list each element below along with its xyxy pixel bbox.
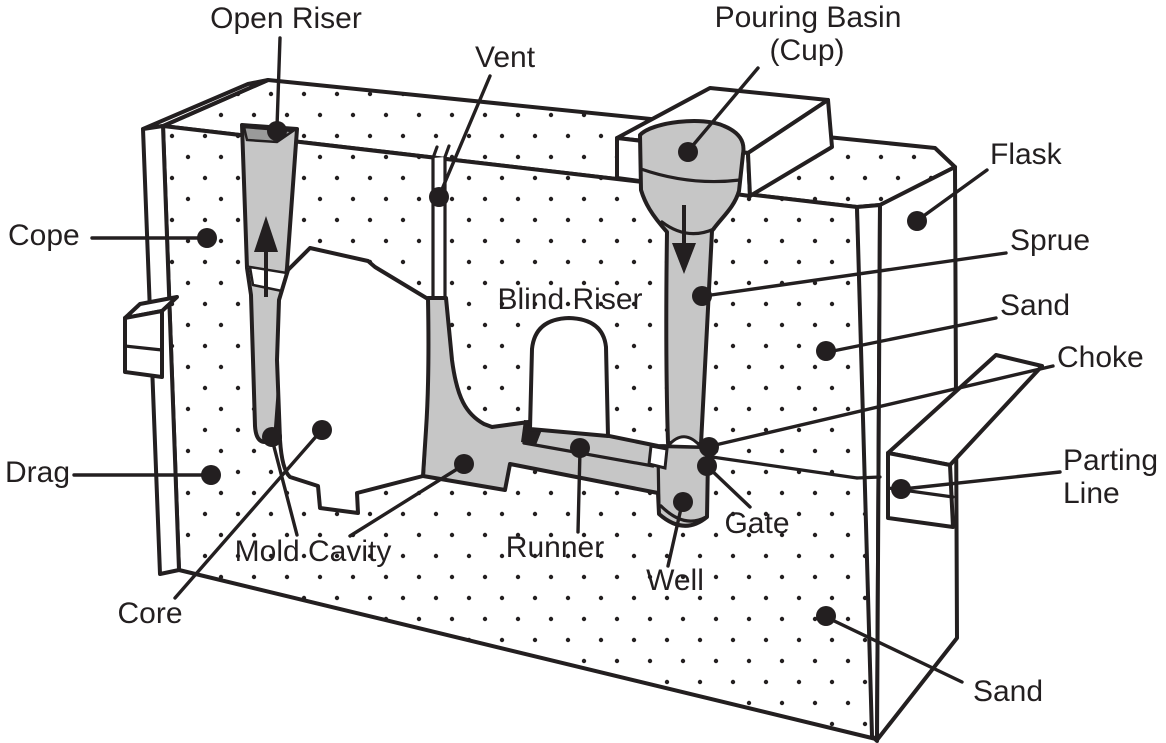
leader-sand-lower <box>826 616 964 684</box>
dot-pouring-basin <box>678 142 698 162</box>
label-vent: Vent <box>475 41 536 74</box>
label-core: Core <box>117 597 182 630</box>
leader-sand-upper <box>826 316 998 354</box>
label-parting-line-1: Parting <box>1063 444 1158 477</box>
leader-core <box>173 430 322 600</box>
leader-gate <box>707 466 752 509</box>
dot-sprue <box>692 286 712 306</box>
leader-choke <box>709 364 1055 448</box>
leader-parting-line <box>901 470 1062 491</box>
dot-mold-cavity-right <box>454 454 474 474</box>
leader-pouring-basin <box>687 66 760 152</box>
dot-drag <box>201 465 221 485</box>
leader-mold-cavity-right <box>348 464 464 538</box>
dot-mold-cavity-left <box>262 427 282 447</box>
right-parting-flange <box>886 353 1044 529</box>
label-mold-cavity: Mold Cavity <box>235 535 392 568</box>
core-shape <box>275 246 431 515</box>
label-drag: Drag <box>5 456 70 489</box>
blind-riser-dome <box>528 316 610 438</box>
leader-well <box>666 502 684 568</box>
label-runner: Runner <box>506 531 604 564</box>
label-parting-line-2: Line <box>1063 477 1120 510</box>
label-open-riser: Open Riser <box>210 2 362 35</box>
dot-gate <box>697 456 717 476</box>
leader-open-riser <box>275 36 282 129</box>
dot-well <box>673 492 693 512</box>
label-blind-riser: Blind Riser <box>497 283 642 316</box>
dot-flask <box>907 211 927 231</box>
callout-dots <box>197 121 927 626</box>
label-well: Well <box>646 564 704 597</box>
leader-flask <box>916 168 989 222</box>
label-pouring-basin-cup: (Cup) <box>769 34 844 67</box>
leader-lines <box>72 36 1062 684</box>
label-cope: Cope <box>8 219 80 252</box>
pouring-basin-pad-side <box>746 98 834 198</box>
label-choke: Choke <box>1057 341 1144 374</box>
sprue-mouth-arc <box>660 220 716 236</box>
parting-line-front <box>710 455 859 480</box>
dot-open-riser <box>267 121 287 141</box>
label-gate: Gate <box>724 507 789 540</box>
parting-line-wall <box>855 475 882 480</box>
runner-front-edge-line <box>522 441 655 468</box>
gate-step-notch <box>647 444 669 470</box>
vent-channel <box>431 144 451 302</box>
leader-sprue <box>702 251 1008 298</box>
label-sprue: Sprue <box>1010 224 1090 257</box>
flow-arrow-down-icon <box>672 205 696 274</box>
basin-inner-arc <box>639 167 742 184</box>
leader-mold-cavity-left <box>270 437 299 537</box>
pouring-basin-and-sprue <box>638 119 746 446</box>
dot-sand-upper <box>816 341 836 361</box>
leader-runner <box>576 448 582 534</box>
dot-choke <box>699 437 719 457</box>
dot-core <box>312 420 332 440</box>
dot-runner <box>570 438 590 458</box>
label-sand-lower: Sand <box>973 675 1043 708</box>
leader-vent <box>438 74 492 196</box>
label-flask: Flask <box>990 138 1063 171</box>
label-sand-upper: Sand <box>1000 289 1070 322</box>
dot-vent <box>429 187 449 207</box>
dot-cope <box>197 228 217 248</box>
dot-parting-line <box>891 479 911 499</box>
label-pouring-basin: Pouring Basin <box>715 1 902 34</box>
flow-arrow-up-icon <box>254 216 278 297</box>
left-parting-flange <box>123 295 179 379</box>
well-bottom-arc <box>659 504 708 523</box>
dot-sand-lower <box>816 606 836 626</box>
